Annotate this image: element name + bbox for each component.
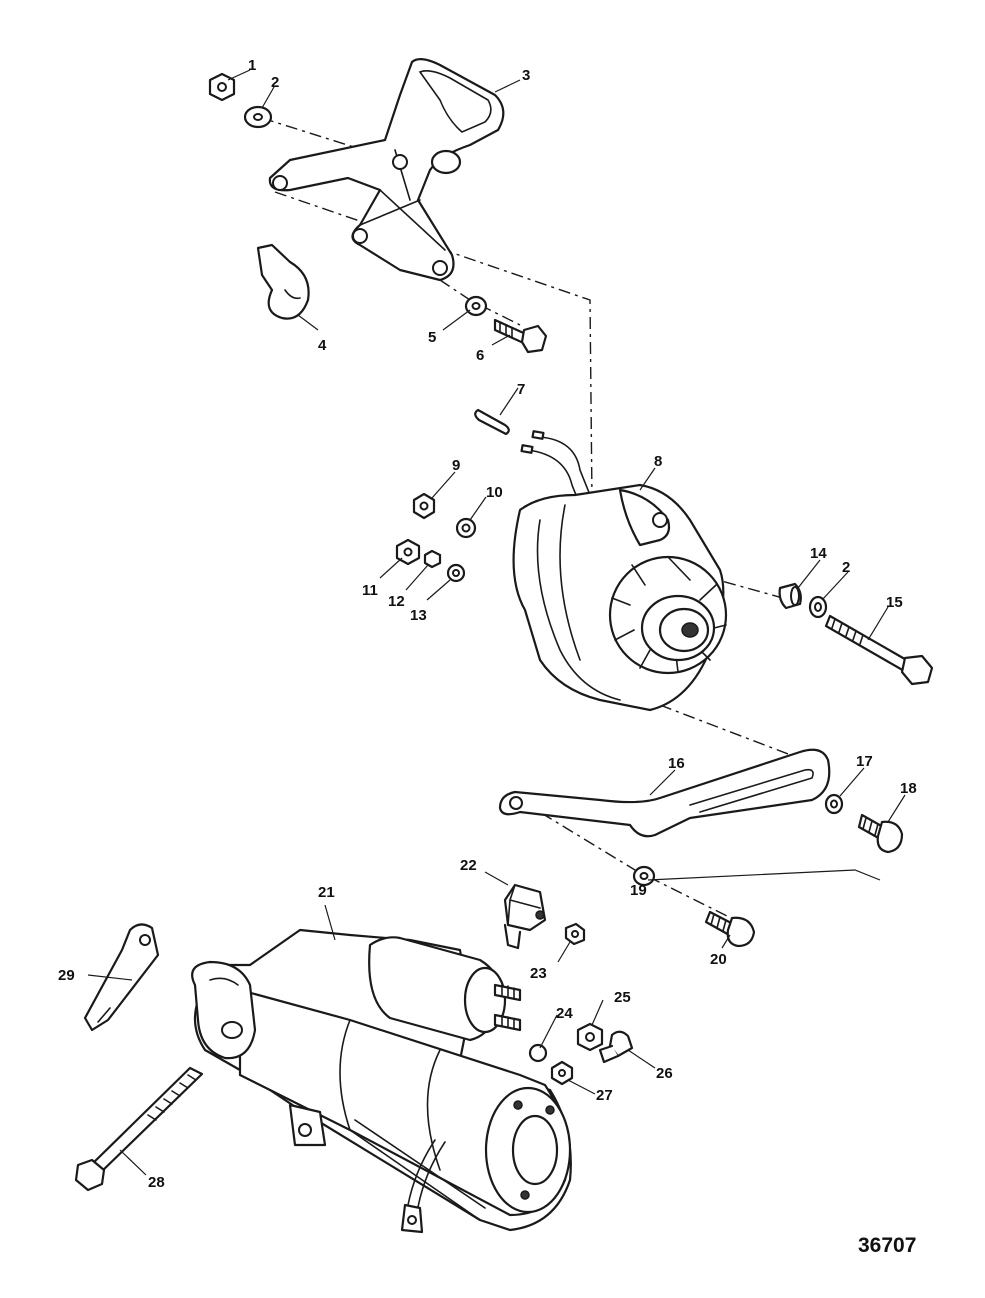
leader-lines [87, 69, 906, 1176]
starter-cable [400, 1139, 446, 1234]
callout-20: 20 [710, 951, 727, 968]
figure-number: 36707 [858, 1234, 916, 1257]
part-22-relay [503, 883, 547, 950]
callout-18: 18 [900, 780, 917, 797]
part-15-long-bolt [824, 614, 934, 686]
callout-14: 14 [810, 545, 827, 562]
callout-22: 22 [460, 857, 477, 874]
part-26-terminal [598, 1030, 634, 1064]
callout-2-lower: 2 [842, 559, 850, 576]
part-8-alternator [512, 430, 728, 712]
callout-15: 15 [886, 594, 903, 611]
part-27-nut [550, 1060, 574, 1086]
callout-28: 28 [148, 1174, 165, 1191]
part-29-strap [83, 923, 160, 1032]
callout-12: 12 [388, 593, 405, 610]
part-4-clamp [256, 243, 310, 320]
callout-6: 6 [476, 347, 484, 364]
part-24-washer [528, 1043, 548, 1063]
part-13-washer [446, 563, 466, 583]
callout-10: 10 [486, 484, 503, 501]
callout-labels: 1 2 3 4 5 6 7 8 9 10 11 12 13 14 2 15 16… [58, 57, 917, 1191]
callout-8: 8 [654, 453, 662, 470]
callout-27: 27 [596, 1087, 613, 1104]
part-5-washer [464, 295, 488, 317]
part-16-adjusting-bracket [498, 748, 831, 838]
starter-motor-body [238, 988, 572, 1217]
callout-26: 26 [656, 1065, 673, 1082]
part-12-nut [423, 549, 442, 569]
callout-7: 7 [517, 381, 525, 398]
callout-19: 19 [630, 882, 647, 899]
part-10-washer [455, 517, 477, 539]
part-17-washer [824, 793, 844, 815]
callout-29: 29 [58, 967, 75, 984]
part-6-bolt [493, 318, 548, 354]
part-20-bolt [704, 910, 756, 948]
part-21-starter-motor [191, 928, 572, 1234]
part-2-washer-lower [808, 595, 828, 619]
callout-1: 1 [248, 57, 256, 74]
part-1-nut [208, 72, 236, 102]
callout-4: 4 [318, 337, 327, 354]
part-2-washer [243, 105, 273, 129]
callout-13: 13 [410, 607, 427, 624]
part-3-mounting-bracket [268, 58, 505, 282]
callout-11: 11 [362, 582, 378, 599]
part-28-through-bolt [74, 1066, 204, 1192]
part-14-spacer [778, 582, 802, 610]
part-11-nut [395, 538, 421, 566]
callout-5: 5 [428, 329, 436, 346]
callout-21: 21 [318, 884, 335, 901]
callout-24: 24 [556, 1005, 573, 1022]
part-7-dowel-pin [474, 408, 510, 436]
part-23-nut [564, 922, 586, 946]
callout-2: 2 [271, 74, 279, 91]
starter-solenoid [368, 936, 522, 1042]
callout-3: 3 [522, 67, 530, 84]
part-9-nut [412, 492, 436, 520]
callout-16: 16 [668, 755, 685, 772]
starter-drive-housing [191, 960, 257, 1060]
alternator-pulley [640, 594, 716, 662]
callout-23: 23 [530, 965, 547, 982]
callout-25: 25 [614, 989, 631, 1006]
part-25-nut [576, 1022, 604, 1052]
callout-17: 17 [856, 753, 873, 770]
callout-9: 9 [452, 457, 460, 474]
part-18-bolt [857, 813, 904, 854]
